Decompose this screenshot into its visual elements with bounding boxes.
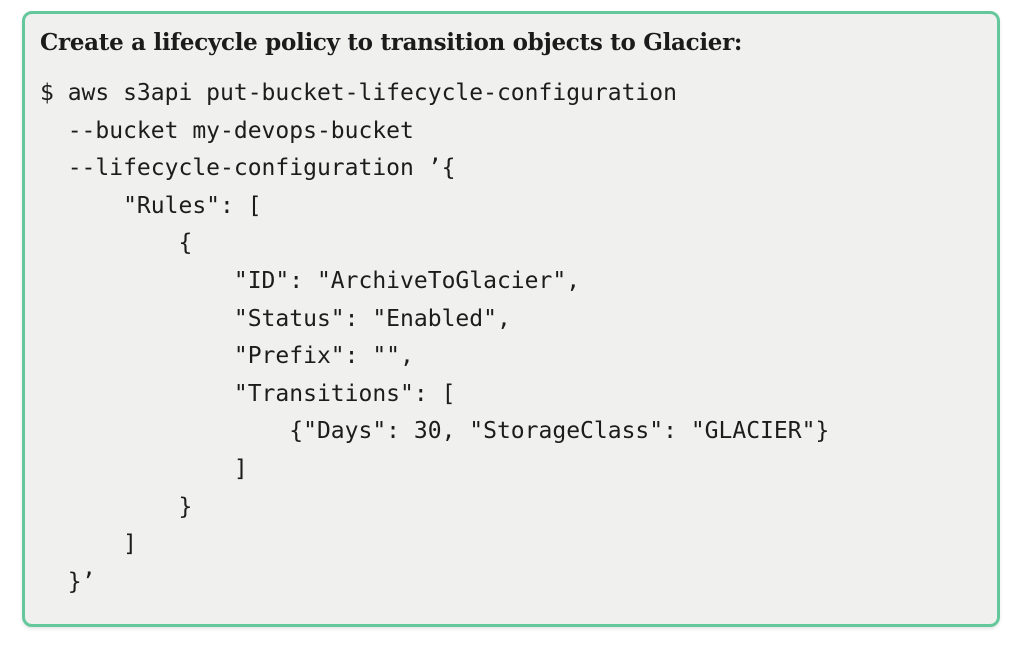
code-line: "ID": "ArchiveToGlacier",	[40, 267, 581, 294]
code-line: }	[40, 493, 193, 520]
code-line: {"Days": 30, "StorageClass": "GLACIER"}	[40, 418, 830, 445]
code-line: "Transitions": [	[40, 380, 456, 407]
code-line: "Rules": [	[40, 192, 262, 219]
code-line: {	[40, 230, 193, 257]
panel-title: Create a lifecycle policy to transition …	[40, 29, 743, 56]
code-line: ]	[40, 455, 248, 482]
code-panel: Create a lifecycle policy to transition …	[22, 11, 1000, 627]
code-line: $ aws s3api put-bucket-lifecycle-configu…	[40, 80, 677, 106]
code-line: "Prefix": "",	[40, 343, 414, 370]
code-line: ]	[40, 531, 137, 558]
code-line: }’	[40, 568, 96, 595]
code-line: --bucket my-devops-bucket	[40, 117, 414, 144]
code-line: --lifecycle-configuration ’{	[40, 155, 456, 182]
code-line: "Status": "Enabled",	[40, 305, 511, 332]
code-block: $ aws s3api put-bucket-lifecycle-configu…	[40, 75, 979, 601]
